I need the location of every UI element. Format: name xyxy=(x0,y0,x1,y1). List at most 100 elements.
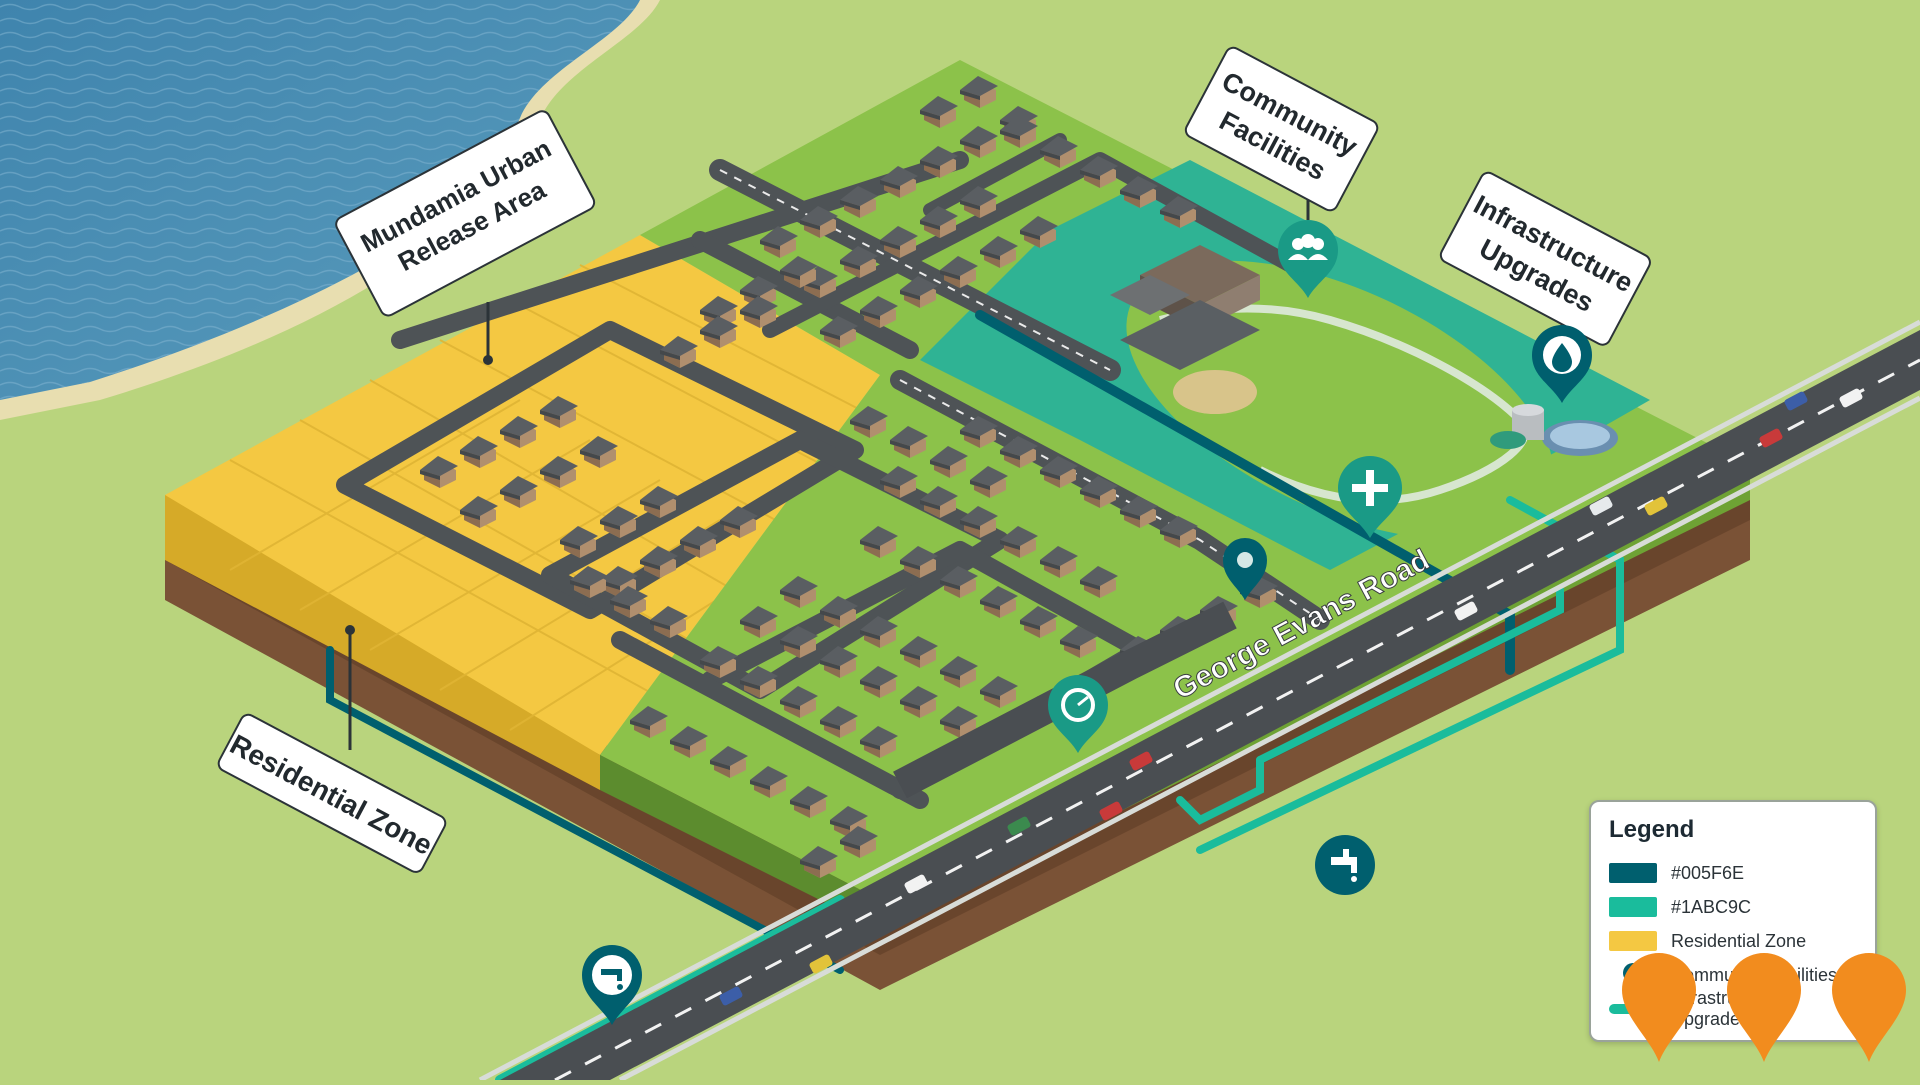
water-tap-icon[interactable] xyxy=(582,945,642,1025)
house-icon xyxy=(1160,516,1198,548)
house-icon xyxy=(860,666,898,698)
house-icon xyxy=(930,446,968,478)
house-icon xyxy=(460,496,498,528)
house-icon xyxy=(900,636,938,668)
house-icon xyxy=(1080,566,1118,598)
location-pin-icon[interactable] xyxy=(1223,538,1267,600)
house-icon xyxy=(630,706,668,738)
house-icon xyxy=(980,236,1018,268)
house-icon xyxy=(660,336,698,368)
house-icon xyxy=(600,566,638,598)
house-icon xyxy=(780,626,818,658)
house-icon xyxy=(780,686,818,718)
road-markings xyxy=(719,169,1321,621)
house-icon xyxy=(600,506,638,538)
house-icon xyxy=(680,526,718,558)
house-icon xyxy=(1040,456,1078,488)
people-group-icon[interactable] xyxy=(1278,220,1338,298)
orange-map-marker[interactable] xyxy=(1725,952,1803,1062)
house-icon xyxy=(760,226,798,258)
house-icon xyxy=(800,206,838,238)
orange-map-marker[interactable] xyxy=(1620,952,1698,1062)
house-icon xyxy=(500,476,538,508)
house-icon xyxy=(780,256,818,288)
house-icon xyxy=(740,606,778,638)
house-icon xyxy=(610,586,648,618)
house-icon xyxy=(840,186,878,218)
house-icon xyxy=(940,256,978,288)
house-icon xyxy=(1000,436,1038,468)
house-icon xyxy=(980,676,1018,708)
vehicles xyxy=(719,388,1863,1006)
house-icon xyxy=(750,766,788,798)
house-icon xyxy=(850,406,888,438)
house-icon xyxy=(1080,156,1118,188)
house-icon xyxy=(540,456,578,488)
water-meter-icon[interactable] xyxy=(1048,675,1108,753)
house-icon xyxy=(900,546,938,578)
house-icon xyxy=(860,526,898,558)
house-icon xyxy=(840,246,878,278)
house-icon xyxy=(780,576,818,608)
house-icon xyxy=(880,166,918,198)
house-icon xyxy=(670,726,708,758)
house-icon xyxy=(820,596,858,628)
house-icon xyxy=(890,426,928,458)
legend-item: Residential Zone xyxy=(1609,924,1857,958)
house-icon xyxy=(540,396,578,428)
legend-label: #005F6E xyxy=(1671,862,1745,883)
house-icon xyxy=(860,616,898,648)
house-icon xyxy=(740,296,778,328)
house-icon xyxy=(970,466,1008,498)
house-icon xyxy=(580,436,618,468)
house-icon xyxy=(640,486,678,518)
house-icon xyxy=(940,706,978,738)
medical-cross-icon[interactable] xyxy=(1338,456,1402,538)
water-drop-icon[interactable] xyxy=(1532,325,1592,403)
house-icon xyxy=(960,76,998,108)
house-icon xyxy=(790,786,828,818)
house-icon xyxy=(710,746,748,778)
water-treatment-plant xyxy=(1490,404,1618,456)
house-icon xyxy=(960,126,998,158)
house-icon xyxy=(1120,496,1158,528)
house-icon xyxy=(650,606,688,638)
house-icon xyxy=(500,416,538,448)
house-icon xyxy=(1000,526,1038,558)
legend-swatch xyxy=(1609,931,1657,951)
house-icon xyxy=(1000,116,1038,148)
house-icon xyxy=(700,316,738,348)
community-zone-area xyxy=(920,160,1650,570)
house-icon xyxy=(920,206,958,238)
legend-swatch xyxy=(1609,897,1657,917)
house-icon xyxy=(570,566,608,598)
house-icon xyxy=(960,506,998,538)
house-icon xyxy=(860,296,898,328)
house-icon xyxy=(1060,626,1098,658)
house-icon xyxy=(980,586,1018,618)
legend-title: Legend xyxy=(1609,816,1695,843)
water-body xyxy=(0,0,660,420)
legend-item: #005F6E xyxy=(1609,856,1857,890)
house-icon xyxy=(960,416,998,448)
house-icon xyxy=(920,146,958,178)
house-icon xyxy=(920,486,958,518)
house-icon xyxy=(700,646,738,678)
house-icon xyxy=(1080,476,1118,508)
house-icon xyxy=(820,706,858,738)
house-icon xyxy=(1160,196,1198,228)
house-icon xyxy=(880,466,918,498)
house-icon xyxy=(460,436,498,468)
housing-lots xyxy=(420,76,1278,878)
house-icon xyxy=(940,566,978,598)
house-icon xyxy=(1020,216,1058,248)
house-icon xyxy=(420,456,458,488)
water-tap-icon[interactable] xyxy=(1315,835,1375,895)
orange-map-marker[interactable] xyxy=(1830,952,1908,1062)
house-icon xyxy=(960,186,998,218)
legend-label: Residential Zone xyxy=(1671,930,1807,951)
house-icon xyxy=(900,686,938,718)
house-icon xyxy=(1040,136,1078,168)
house-icon xyxy=(1120,176,1158,208)
